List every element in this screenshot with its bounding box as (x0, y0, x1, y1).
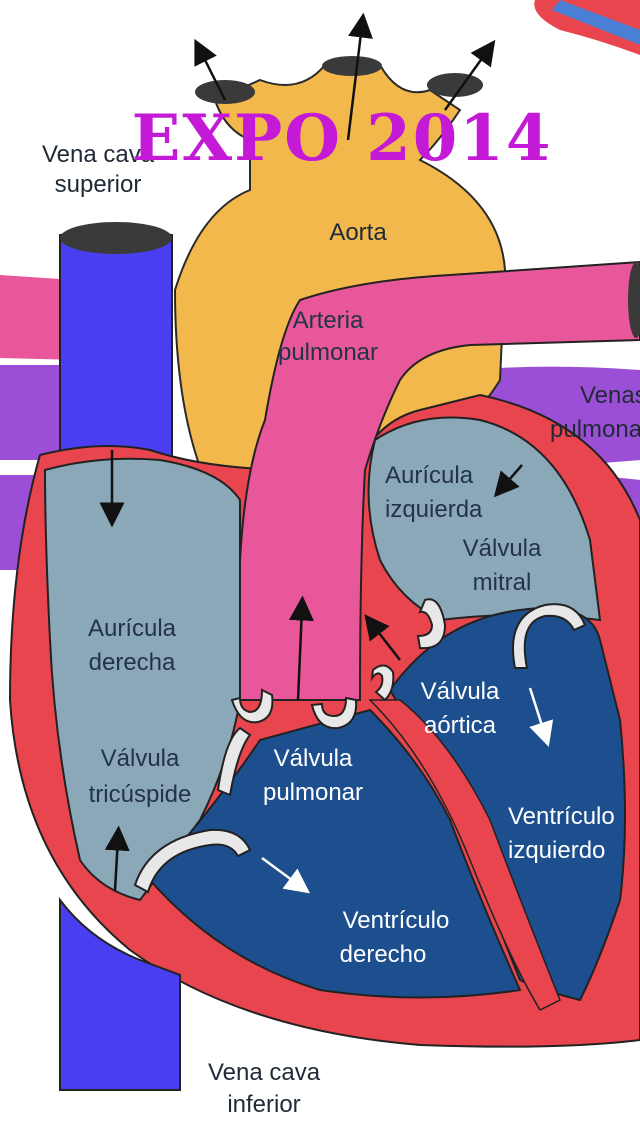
mitral-valve (416, 598, 447, 650)
label-venas-pulmonares-line1: Venas (580, 382, 640, 409)
label-vena-cava-inferior-line2: inferior (227, 1091, 300, 1118)
vena-cava-inferior (59, 897, 181, 1091)
flow-arrow-aorta-left (194, 38, 227, 101)
flow-arrow-vena-cava-inferior (104, 825, 130, 891)
label-auricula-derecha-line1: Aurícula (88, 615, 177, 642)
label-ventriculo-izquierdo-line2: izquierdo (508, 837, 605, 864)
label-valvula-tricuspide-line2: tricúspide (89, 781, 192, 808)
pulmonary-valve-right (310, 696, 358, 730)
aortic-valve (370, 664, 395, 702)
label-ventriculo-izquierdo-line1: Ventrículo (508, 803, 615, 830)
flow-arrow-pulmonary-artery (288, 595, 314, 701)
septum (368, 699, 561, 1011)
pulmonary-artery-right-opening (628, 262, 640, 338)
flow-arrow-aorta-center (346, 12, 373, 141)
flow-arrow-aortic-valve (364, 614, 401, 661)
label-valvula-pulmonar-line2: pulmonar (263, 779, 363, 806)
label-arteria-pulmonar-line1: Arteria (293, 307, 364, 334)
right-ventricle (148, 708, 522, 999)
label-arteria-pulmonar-line2: pulmonar (278, 339, 378, 366)
expo-banner: EXPO 2014 (132, 101, 553, 176)
label-vena-cava-inferior-line1: Vena cava (208, 1059, 321, 1086)
label-valvula-pulmonar-line1: Válvula (274, 745, 353, 772)
aorta-opening-left (195, 80, 255, 104)
label-aorta: Aorta (329, 219, 387, 246)
label-valvula-aortica-line1: Válvula (421, 678, 500, 705)
aorta-opening-center (322, 56, 382, 76)
label-valvula-mitral-line1: Válvula (463, 535, 542, 562)
valves (133, 598, 587, 894)
label-auricula-derecha-line2: derecha (89, 649, 176, 676)
flow-arrow-aorta-right (443, 39, 496, 111)
tricuspid-valve (133, 828, 252, 894)
mitral-valve-right (512, 603, 587, 669)
flow-arrow-right-ventricle (261, 856, 311, 894)
right-atrium (43, 457, 241, 902)
corner-shape-stripe (552, 0, 640, 45)
corner-shape (534, 0, 640, 55)
label-valvula-tricuspide-line1: Válvula (101, 745, 180, 772)
label-vena-cava-superior-line1: Vena cava (42, 141, 155, 168)
label-ventriculo-derecho-line1: Ventrículo (343, 907, 450, 934)
pulmonary-valve-left (230, 688, 274, 724)
label-valvula-mitral-line2: mitral (473, 569, 532, 596)
label-venas-pulmonares-line2: pulmonares (550, 416, 640, 443)
label-vena-cava-superior-line2: superior (55, 171, 142, 198)
flow-arrow-left-ventricle (528, 687, 554, 747)
label-ventriculo-derecho-line2: derecho (340, 941, 427, 968)
label-valvula-aortica-line2: aórtica (424, 712, 497, 739)
pulmonary-artery (239, 260, 640, 701)
label-auricula-izquierda-line2: izquierda (385, 496, 483, 523)
label-auricula-izquierda-line1: Aurícula (385, 462, 474, 489)
aorta-opening-right (427, 73, 483, 97)
tricuspid-valve-upper (216, 726, 252, 797)
flow-arrow-left-atrium (493, 464, 523, 498)
vena-cava-superior (59, 222, 173, 486)
